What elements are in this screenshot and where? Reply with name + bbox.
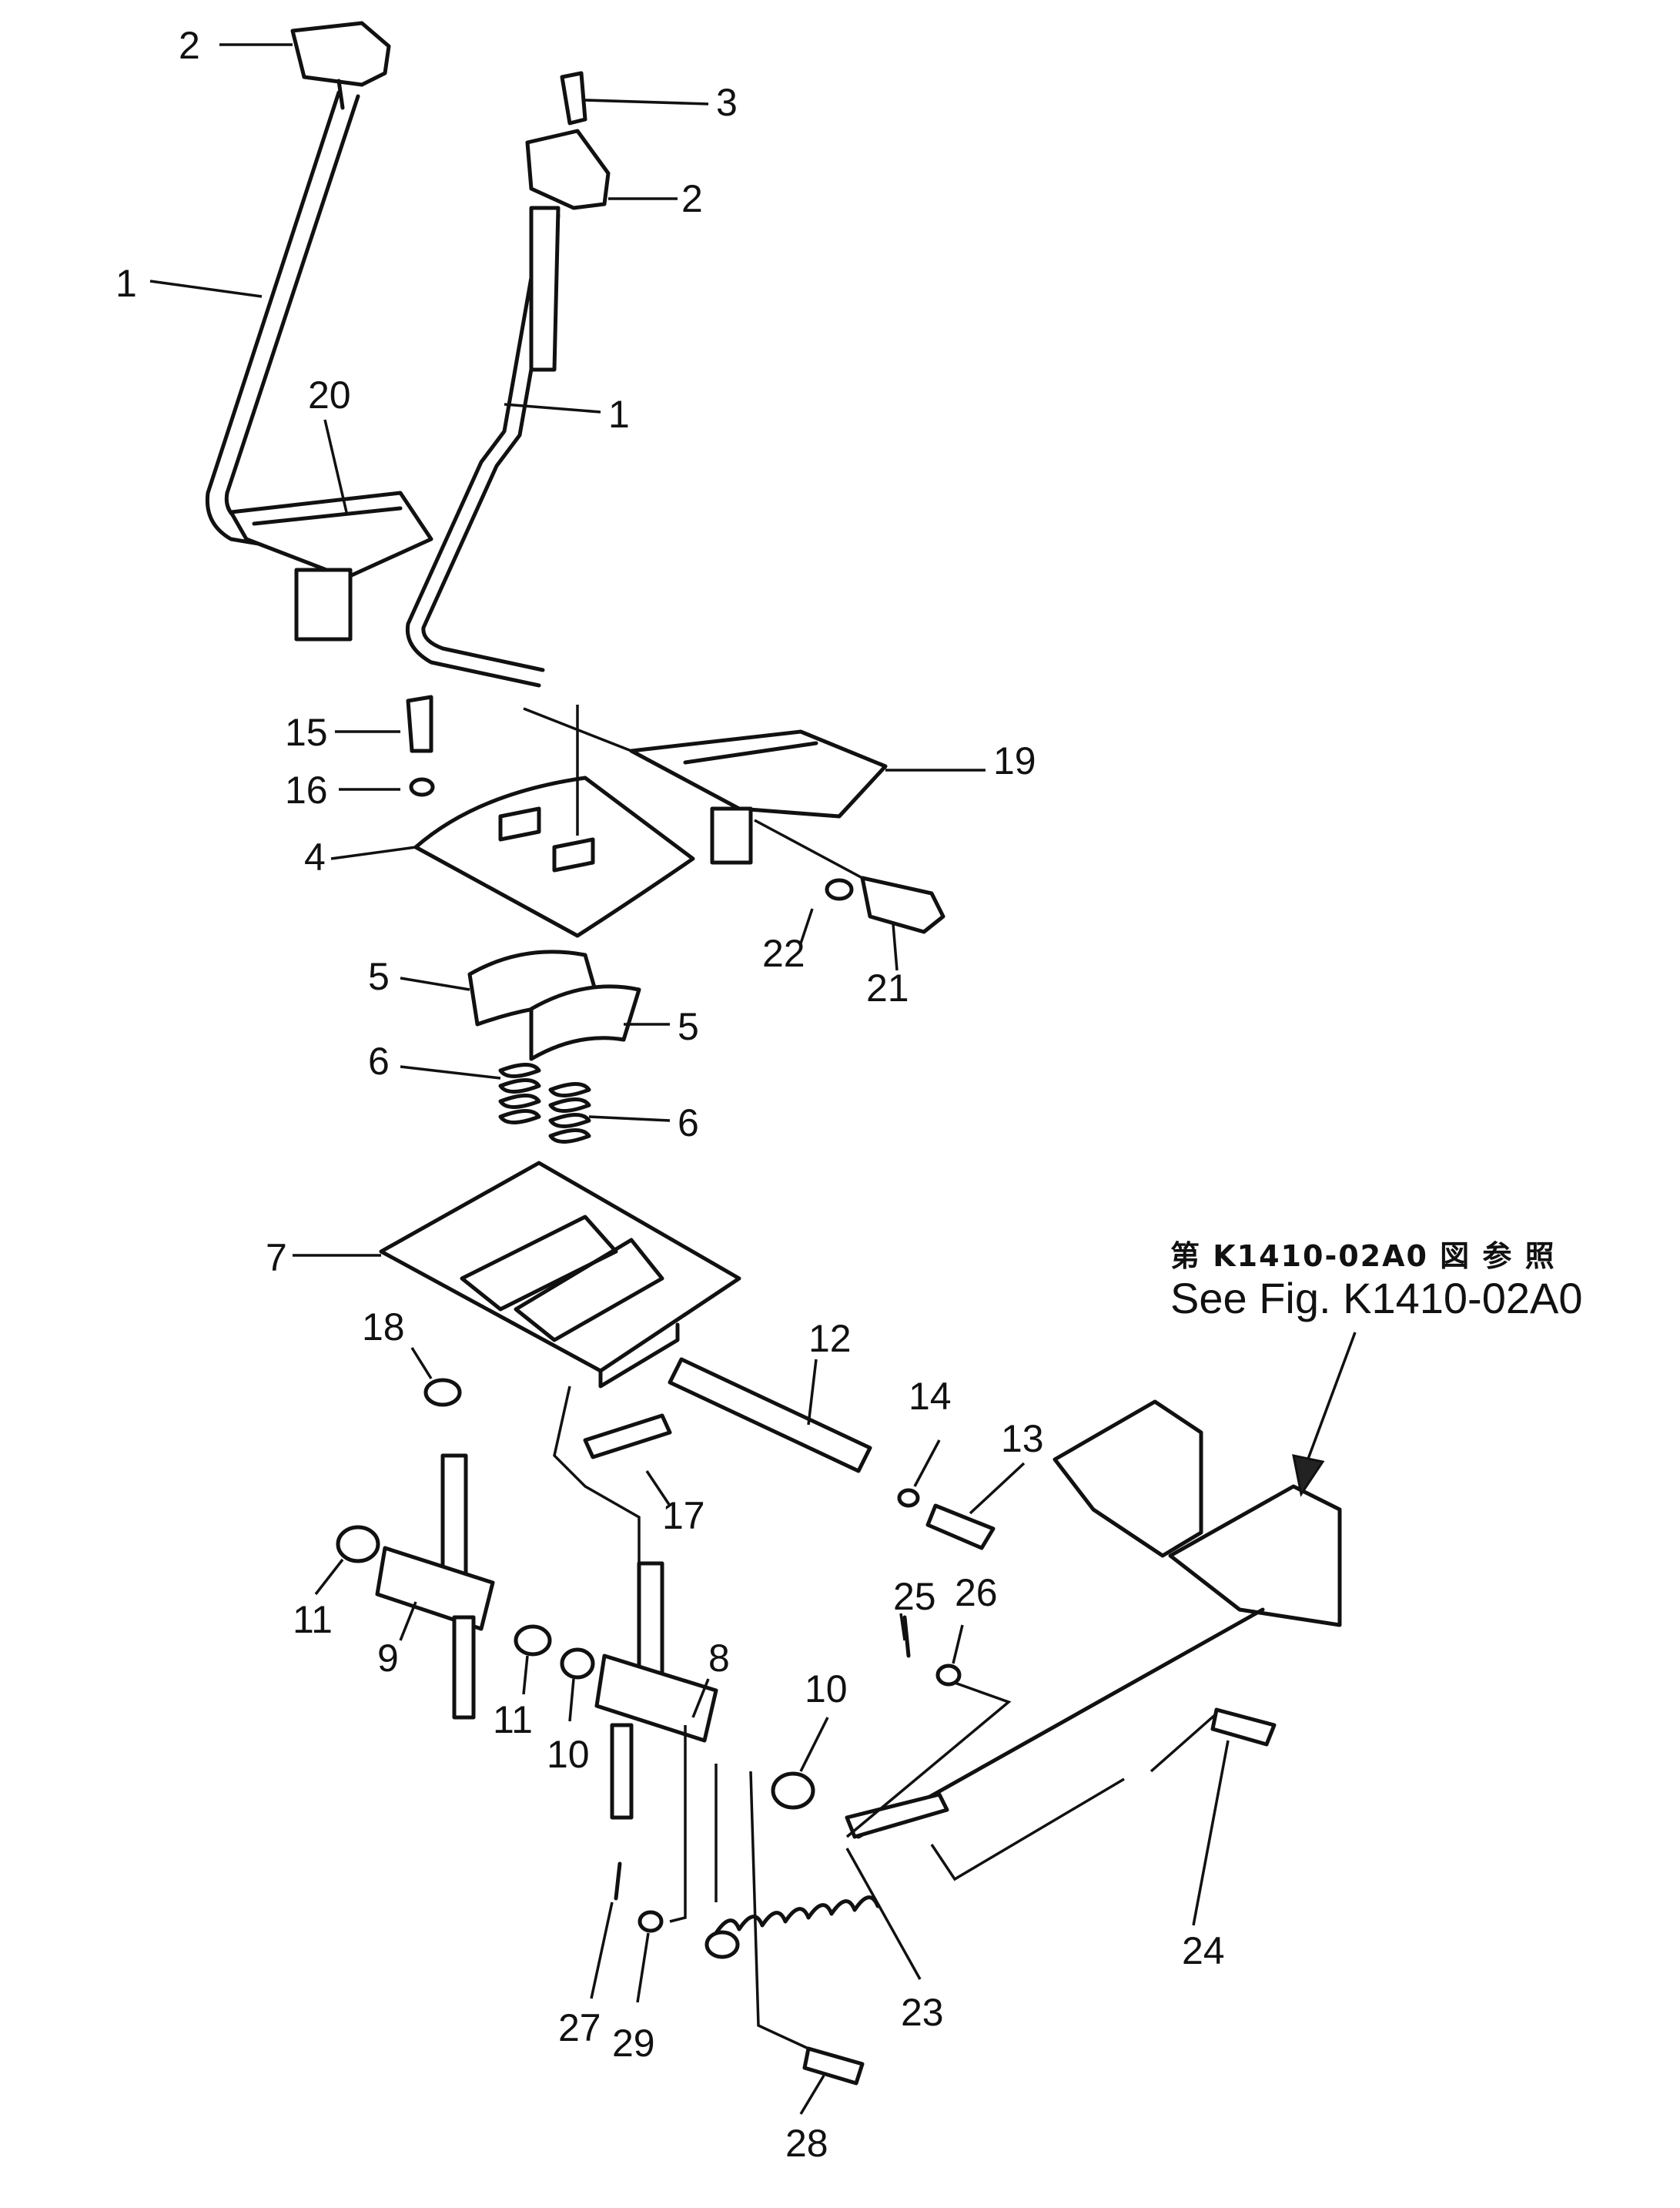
base-plate (379, 1161, 741, 1459)
callout-21: 21 (866, 967, 909, 1010)
callout-13: 13 (1001, 1417, 1044, 1460)
callout-19: 19 (993, 739, 1036, 782)
callout-27: 27 (558, 2006, 601, 2049)
callout-28: 28 (785, 2122, 828, 2165)
reference-arrow (1292, 1332, 1357, 1497)
left-pedal (229, 491, 433, 642)
callout-17: 17 (662, 1494, 705, 1537)
callout-11-mid: 11 (493, 1698, 533, 1741)
reference-note-english: See Fig. K1410-02A0 (1170, 1274, 1583, 1322)
left-control-lever (205, 21, 391, 557)
callout-labels: 2 1 20 3 2 1 15 16 4 19 22 21 5 5 6 6 7 … (115, 24, 1225, 2165)
callout-29: 29 (612, 2022, 655, 2065)
callout-6-right: 6 (678, 1101, 699, 1144)
callout-5-right: 5 (678, 1005, 699, 1048)
callout-2-top: 2 (179, 24, 200, 67)
callout-23: 23 (901, 1991, 944, 2034)
mounting-bracket (1053, 1399, 1342, 1627)
callout-10-right: 10 (805, 1667, 848, 1710)
springs (498, 1063, 591, 1144)
callout-4: 4 (304, 836, 326, 879)
callout-9: 9 (377, 1637, 399, 1680)
callout-5-left: 5 (368, 955, 390, 998)
callout-6-left: 6 (368, 1040, 390, 1083)
callout-12: 12 (808, 1317, 852, 1360)
right-control-lever (405, 71, 611, 688)
callout-24: 24 (1182, 1929, 1225, 1972)
reference-note: 第 K1410-02A0 図 参 照 See Fig. K1410-02A0 (1170, 1232, 1663, 1322)
callout-14: 14 (909, 1375, 952, 1418)
callout-3: 3 (716, 81, 738, 124)
callout-20: 20 (308, 374, 351, 417)
callout-15: 15 (285, 711, 328, 754)
callout-16: 16 (285, 769, 328, 812)
callout-11-left: 11 (293, 1598, 333, 1641)
shaft (668, 1357, 996, 1550)
callout-1-right: 1 (608, 393, 630, 436)
linkage-rod (614, 1607, 1277, 2086)
callout-26: 26 (955, 1571, 998, 1614)
shift-levers (336, 1453, 815, 1820)
right-pedal (629, 729, 945, 934)
callout-10-mid: 10 (547, 1733, 590, 1776)
reference-note-japanese: 第 K1410-02A0 図 参 照 (1170, 1239, 1556, 1273)
lever-guides (467, 950, 641, 1061)
callout-2-right: 2 (681, 177, 703, 220)
callout-25: 25 (893, 1575, 936, 1618)
callout-8: 8 (708, 1637, 730, 1680)
callout-1-left: 1 (115, 262, 137, 305)
callout-22: 22 (762, 932, 805, 975)
callout-7: 7 (266, 1236, 287, 1279)
callout-18: 18 (362, 1305, 405, 1349)
cover-plate (406, 695, 695, 938)
callout-leaders (149, 43, 1230, 2115)
assembly-lines (523, 705, 1218, 2050)
